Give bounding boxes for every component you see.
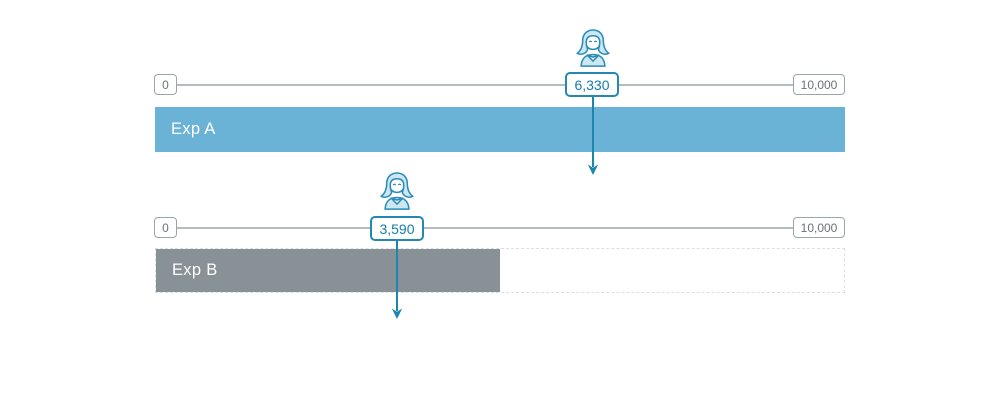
exp-b-slider-min-label: 0 — [154, 217, 177, 238]
exp-b-slider-value-handle[interactable]: 3,590 — [370, 216, 424, 241]
woman-avatar-icon — [376, 170, 418, 211]
exp-b-bar-fill — [156, 249, 500, 292]
exp-a-slider-min-label: 0 — [154, 74, 177, 95]
exp-a-slider-max-label: 10,000 — [793, 74, 845, 95]
woman-avatar-icon — [572, 27, 614, 68]
exp-a-slider-value-handle[interactable]: 6,330 — [565, 72, 619, 97]
exp-a-bar: Exp A — [155, 107, 845, 152]
exp-a-bar-label: Exp A — [171, 120, 216, 138]
exp-b-slider-max-label: 10,000 — [793, 217, 845, 238]
exp-a-slider-track — [158, 84, 842, 86]
exp-b-bar: Exp B — [155, 248, 845, 293]
exp-b-bar-label: Exp B — [172, 261, 218, 279]
exp-b-slider-track — [158, 227, 842, 229]
